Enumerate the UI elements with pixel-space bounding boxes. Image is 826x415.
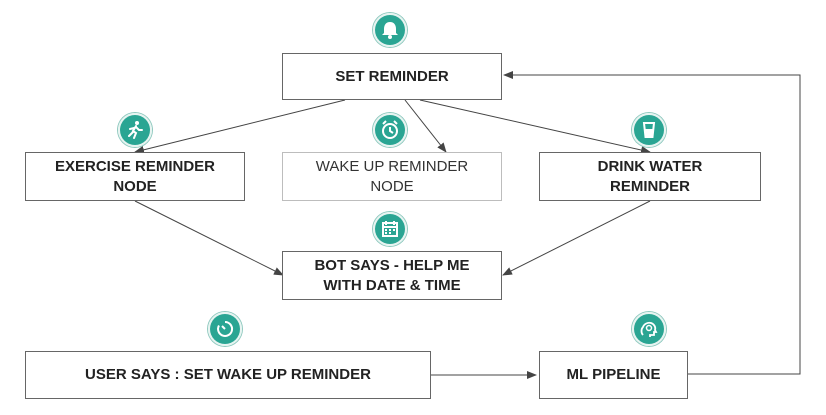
ml-pipeline-label: ML PIPELINE (566, 366, 661, 383)
exercise-reminder-label: EXERCISE REMINDER NODE (54, 157, 216, 195)
wakeup-reminder-label: WAKE UP REMINDER NODE (315, 157, 469, 195)
bot-says-label: BOT SAYS - HELP ME WITH DATE & TIME (314, 256, 470, 294)
edge-set-to-water (419, 99, 651, 154)
user-says-node: USER SAYS : SET WAKE UP REMINDER (25, 351, 431, 399)
running-person-icon (118, 113, 152, 147)
exercise-reminder-node: EXERCISE REMINDER NODE (25, 152, 245, 201)
wakeup-reminder-node: WAKE UP REMINDER NODE (282, 152, 502, 201)
set-reminder-node: SET REMINDER (282, 53, 502, 100)
calendar-icon (373, 212, 407, 246)
drink-water-reminder-label: DRINK WATER REMINDER (597, 157, 703, 195)
brain-gear-icon (632, 312, 666, 346)
ml-pipeline-node: ML PIPELINE (539, 351, 688, 399)
edge-set-to-wakeup (404, 99, 447, 153)
timer-icon (208, 312, 242, 346)
set-reminder-label: SET REMINDER (335, 67, 449, 85)
edge-set-to-exercise (134, 99, 346, 154)
water-glass-icon (632, 113, 666, 147)
edge-exercise-to-bot (134, 200, 284, 276)
edge-water-to-bot (502, 200, 651, 276)
bell-icon (373, 13, 407, 47)
edge-ml-to-set (503, 71, 801, 375)
alarm-clock-icon (373, 113, 407, 147)
bot-says-node: BOT SAYS - HELP ME WITH DATE & TIME (282, 251, 502, 300)
drink-water-reminder-node: DRINK WATER REMINDER (539, 152, 761, 201)
user-says-label: USER SAYS : SET WAKE UP REMINDER (85, 366, 371, 383)
